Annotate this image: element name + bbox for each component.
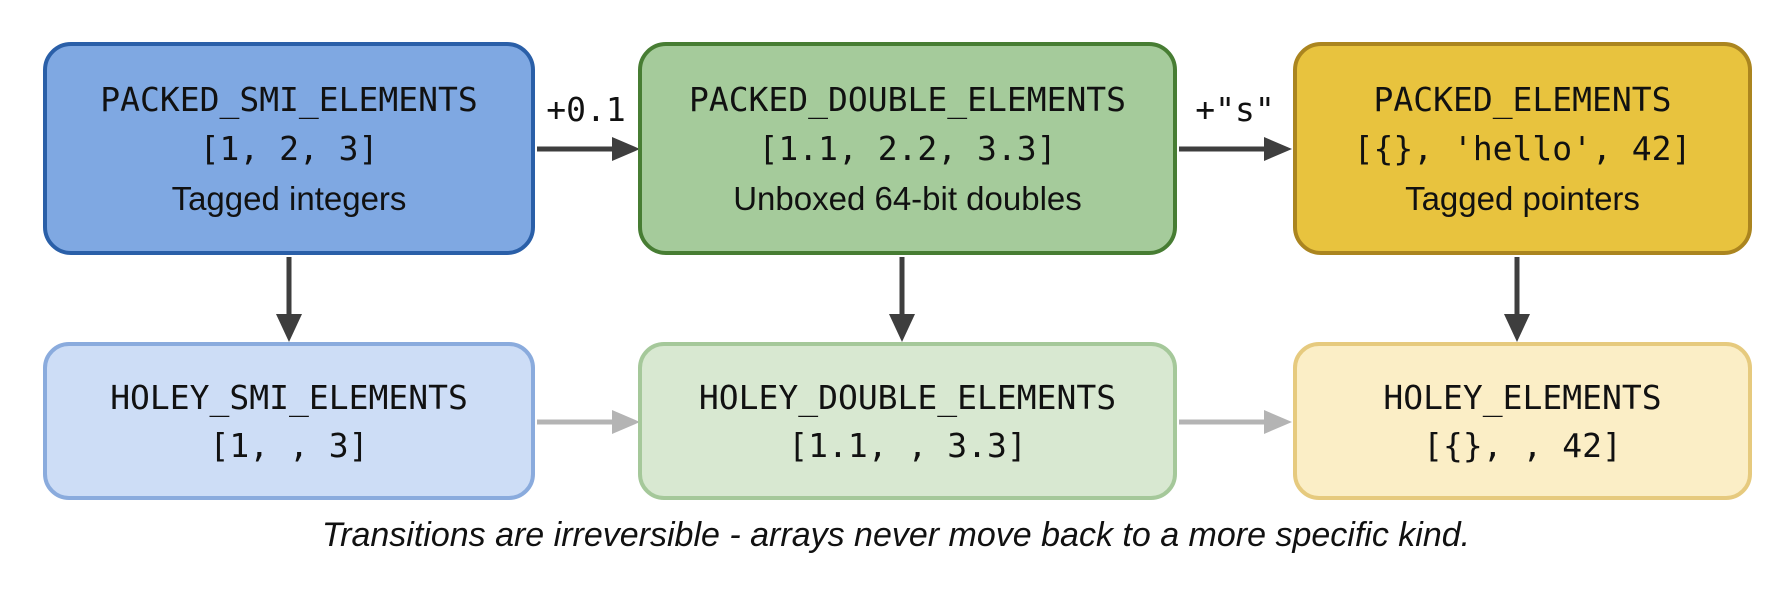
- node-holey-smi-elements: HOLEY_SMI_ELEMENTS [1, , 3]: [43, 342, 535, 500]
- node-example-code: [{}, 'hello', 42]: [1353, 128, 1692, 168]
- arrow-packed-to-holey: [1504, 257, 1530, 342]
- node-description: Tagged integers: [171, 179, 407, 217]
- arrow-holey-smi-to-holey-double: [537, 410, 640, 434]
- node-example-code: [1.1, , 3.3]: [788, 425, 1027, 465]
- node-packed-elements: PACKED_ELEMENTS [{}, 'hello', 42] Tagged…: [1293, 42, 1752, 255]
- node-packed-smi-elements: PACKED_SMI_ELEMENTS [1, 2, 3] Tagged int…: [43, 42, 535, 255]
- node-kind-label: HOLEY_ELEMENTS: [1383, 377, 1662, 417]
- arrow-holey-double-to-holey: [1179, 410, 1292, 434]
- diagram-caption: Transitions are irreversible - arrays ne…: [321, 516, 1471, 554]
- node-example-code: [1, 2, 3]: [199, 128, 379, 168]
- arrow-packed-smi-to-double: [537, 137, 640, 161]
- transition-label-add-string: +"s": [1195, 90, 1275, 129]
- node-kind-label: PACKED_ELEMENTS: [1373, 79, 1672, 119]
- transition-label-add-double: +0.1: [546, 90, 626, 129]
- arrow-packed-smi-to-holey-smi: [276, 257, 302, 342]
- node-example-code: [1, , 3]: [209, 425, 369, 465]
- node-example-code: [1.1, 2.2, 3.3]: [758, 128, 1057, 168]
- node-kind-label: PACKED_SMI_ELEMENTS: [100, 79, 478, 119]
- node-holey-double-elements: HOLEY_DOUBLE_ELEMENTS [1.1, , 3.3]: [638, 342, 1177, 500]
- node-kind-label: PACKED_DOUBLE_ELEMENTS: [688, 79, 1127, 119]
- node-example-code: [{}, , 42]: [1423, 425, 1622, 465]
- arrow-packed-double-to-holey-double: [889, 257, 915, 342]
- node-packed-double-elements: PACKED_DOUBLE_ELEMENTS [1.1, 2.2, 3.3] U…: [638, 42, 1177, 255]
- node-holey-elements: HOLEY_ELEMENTS [{}, , 42]: [1293, 342, 1752, 500]
- arrow-packed-double-to-elements: [1179, 137, 1292, 161]
- node-kind-label: HOLEY_SMI_ELEMENTS: [110, 377, 468, 417]
- node-description: Tagged pointers: [1405, 179, 1640, 217]
- node-kind-label: HOLEY_DOUBLE_ELEMENTS: [698, 377, 1117, 417]
- node-description: Unboxed 64-bit doubles: [733, 179, 1082, 217]
